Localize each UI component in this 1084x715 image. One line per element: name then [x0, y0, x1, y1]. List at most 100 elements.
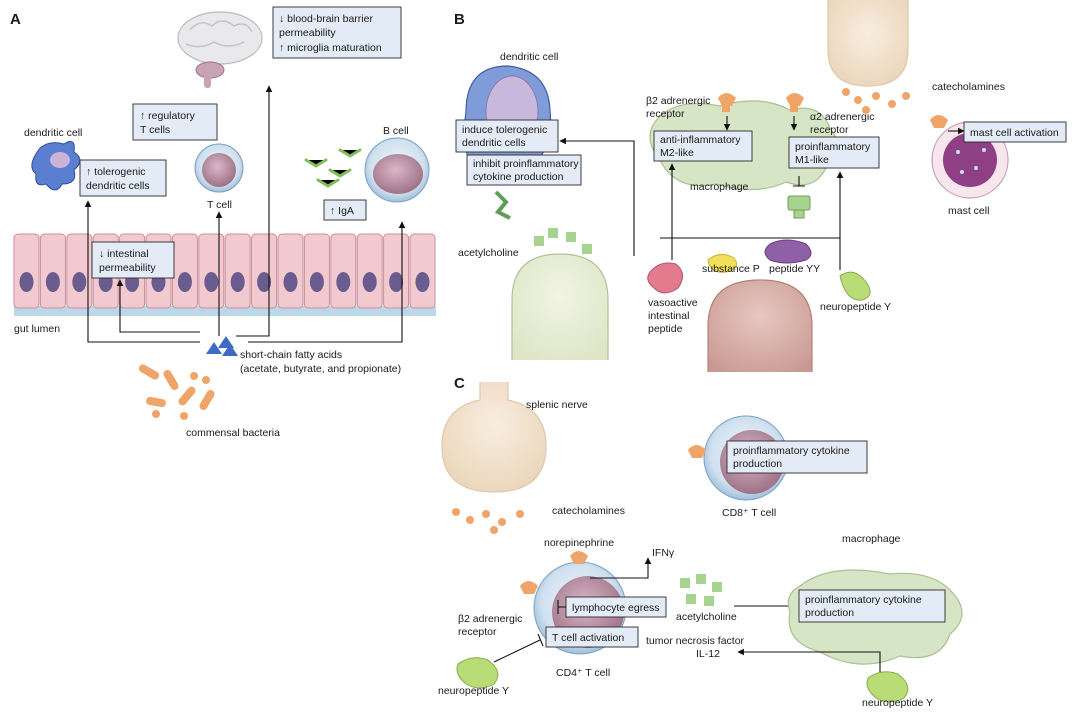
brain-effects-line-2: permeability: [279, 27, 336, 39]
acetylcholine-molecules-icon: [534, 228, 592, 254]
panel-b: B dendritic cell induce tolerogenic dend…: [454, 0, 1067, 372]
mast-activation-box: [963, 121, 1067, 143]
epithelial-nucleus: [19, 272, 34, 292]
acetylcholine-label-b: acetylcholine: [458, 247, 519, 259]
inhibit-bar-npy-tcell: [537, 633, 544, 647]
pro-line-2: M1-like: [795, 154, 829, 166]
mac-box-line-1: proinflammatory cytokine: [805, 594, 922, 606]
pro-line-1: proinflammatory: [795, 141, 871, 153]
splenic-nerve-icon: [441, 382, 547, 493]
epithelial-nucleus: [336, 272, 351, 292]
epithelial-nucleus: [204, 272, 219, 292]
basement-membrane: [14, 306, 436, 316]
mac-cytokine-box: [798, 589, 946, 623]
intestinal-line-2: permeability: [99, 262, 156, 274]
vip-line-3: peptide: [648, 323, 683, 335]
panel-c-label: C: [454, 375, 465, 392]
arrow-scfa-bcell: [248, 221, 406, 343]
arrow-scfa-brain: [236, 85, 273, 337]
mac-box-line-2: production: [805, 607, 854, 619]
npy-right-label: neuropeptide Y: [862, 697, 933, 709]
arrow-ach-dendritic: [559, 137, 635, 256]
cd8-cytokine-box: [726, 440, 868, 474]
cd8-cell-label: CD8⁺ T cell: [722, 507, 776, 519]
splenic-nerve-label: splenic nerve: [526, 399, 588, 411]
npy-b-icon: [839, 271, 871, 301]
npy-left-label: neuropeptide Y: [438, 685, 509, 697]
alpha2-receptor-b-icon: [786, 93, 804, 112]
inhibit-cytokine-box: [466, 154, 582, 186]
acetylcholine-label-c: acetylcholine: [676, 611, 737, 623]
iga-box: [323, 199, 367, 221]
norepinephrine-label: norepinephrine: [544, 537, 614, 549]
arrow-ifn: [590, 557, 652, 579]
epithelial-cell: [330, 233, 357, 309]
brain-effects-line-3: ↑ microglia maturation: [279, 42, 382, 54]
b-cell-a-icon: [364, 137, 430, 203]
scfa-line-2: (acetate, butyrate, and propionate): [240, 363, 401, 375]
t-cell-label-a: T cell: [207, 199, 232, 211]
tolerogenic-line-1: ↑ tolerogenic: [86, 166, 146, 178]
dendritic-cell-label-a: dendritic cell: [24, 127, 82, 139]
panel-b-label: B: [454, 11, 465, 28]
b-cell-label-a: B cell: [383, 125, 409, 137]
catecholamine-dots-c-icon: [452, 508, 524, 534]
epithelial-cell: [39, 233, 66, 309]
cd8-box-line-1: proinflammatory cytokine: [733, 445, 850, 457]
nerve-terminal-b-icon: [511, 253, 609, 360]
tnf-line-1: tumor necrosis factor: [646, 635, 745, 647]
ifn-label: IFNγ: [652, 547, 675, 559]
brain-icon: [177, 11, 263, 88]
epithelial-nucleus: [45, 272, 60, 292]
intestinal-line-1: ↓ intestinal: [99, 248, 149, 260]
inhibit-line-1: inhibit proinflammatory: [473, 158, 579, 170]
beta2-receptor-b-icon: [718, 93, 736, 112]
scfa-line-1: short-chain fatty acids: [240, 349, 342, 361]
epithelial-cell: [171, 233, 198, 309]
catecholamine-dots-b-icon: [842, 88, 910, 114]
induce-tolerogenic-box: [455, 119, 559, 153]
inhibit-bar-m1: [793, 176, 805, 187]
substance-p-icon: [707, 254, 738, 273]
arrow-scfa-intestinal: [116, 279, 200, 333]
nicotinic-receptor-b-icon: [787, 195, 811, 219]
cd8-box-line-2: production: [733, 458, 782, 470]
mast-cell-label: mast cell: [948, 205, 989, 217]
proinflammatory-box: [788, 136, 880, 169]
peptide-yy-label: peptide YY: [769, 263, 820, 275]
nerve-terminal-b2-icon: [707, 279, 813, 372]
epithelial-cell: [303, 233, 330, 309]
dendritic-cell-a-icon: [31, 140, 81, 191]
epithelial-nucleus: [362, 272, 377, 292]
b2-receptor-line-2: receptor: [646, 108, 685, 120]
arrow-tnf: [737, 648, 881, 680]
vip-line-2: intestinal: [648, 310, 689, 322]
gut-lumen-label: gut lumen: [14, 323, 60, 335]
tcell-activation-box: [545, 626, 639, 648]
nerve-terminal-top-b-icon: [827, 0, 909, 87]
npy-c-left-icon: [456, 657, 499, 689]
panel-a: A ↓ blood-brain barrier permeability ↑ m…: [10, 6, 436, 439]
epithelial-cell: [224, 233, 251, 309]
epithelial-nucleus: [177, 272, 192, 292]
epithelial-cell: [383, 233, 410, 309]
dendritic-cell-label-b: dendritic cell: [500, 51, 558, 63]
anti-line-2: M2-like: [660, 147, 694, 159]
catecholamines-label-c: catecholamines: [552, 505, 625, 517]
iga-antibody-icon: [304, 148, 362, 188]
epithelial-cell: [251, 233, 278, 309]
mast-activation-label: mast cell activation: [970, 127, 1059, 139]
induce-line-2: dendritic cells: [462, 137, 526, 149]
vip-line-1: vasoactive: [648, 297, 698, 309]
epithelial-cell: [409, 233, 436, 309]
brain-effects-line-1: ↓ blood-brain barrier: [279, 13, 373, 25]
tolerogenic-box: [79, 159, 167, 197]
b2-receptor-c-line-1: β2 adrenergic: [458, 613, 522, 625]
intestinal-epithelium: [13, 233, 436, 316]
inhibit-line-npy-tcell: [493, 639, 541, 663]
t-cell-a-icon: [194, 143, 244, 193]
anti-inflammatory-box: [653, 130, 753, 162]
inhibit-ach-cytokine: [734, 599, 797, 613]
substance-p-label: substance P: [702, 263, 760, 275]
epithelial-nucleus: [415, 272, 430, 292]
